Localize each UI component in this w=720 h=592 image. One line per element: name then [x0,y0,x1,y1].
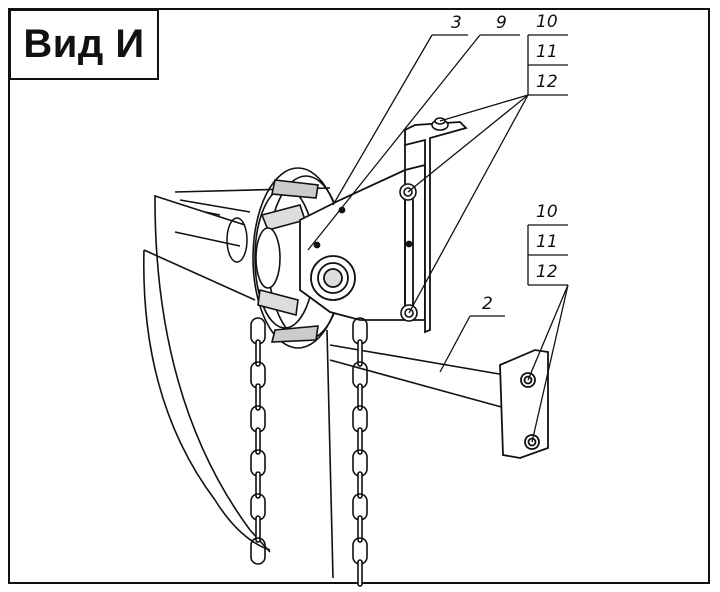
callout-3: 3 [451,13,462,33]
wall-plate [499,349,549,459]
callout-11-top: 11 [536,42,558,62]
chain-link [255,339,261,367]
callout-12-bottom: 12 [536,262,558,282]
chain-link [357,515,363,543]
callout-10-bottom: 10 [536,202,558,222]
mounting-bracket [299,163,426,321]
support-bar [329,344,506,409]
chain-right [352,317,368,587]
chain-link [357,383,363,411]
chain-link [255,515,261,543]
chain-link [357,471,363,499]
callout-11-bottom: 11 [536,232,558,252]
chain-link [255,427,261,455]
callout-9: 9 [496,13,507,33]
callout-2: 2 [482,294,493,314]
view-title: Вид И [23,22,145,66]
leader-lines [307,34,569,443]
callout-10-top: 10 [536,12,558,32]
chain-link [357,427,363,455]
chain-link [255,471,261,499]
shaft [174,199,251,263]
chain-link [357,339,363,367]
chain-link [250,537,266,565]
callout-12-top: 12 [536,72,558,92]
chain-link [357,559,363,587]
chain-link [255,383,261,411]
view-title-box: Вид И [9,9,159,80]
chain-left [250,317,266,565]
